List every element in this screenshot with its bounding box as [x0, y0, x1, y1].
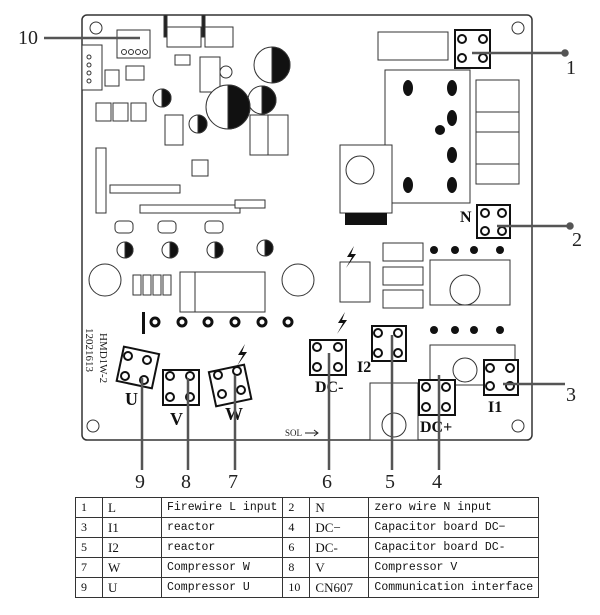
callout-7: 7: [228, 471, 238, 493]
callout-10: 10: [18, 27, 38, 49]
cell-code: CN607: [309, 577, 370, 598]
callout-2: 2: [572, 229, 582, 251]
cell-code: U: [102, 577, 162, 598]
relay-block: [132, 271, 266, 313]
black-header: [345, 213, 387, 225]
label-SOL: SOL: [285, 428, 302, 438]
terminal-L: [454, 29, 491, 69]
mount-hole-bl: [86, 419, 100, 433]
terminal-N: [476, 204, 511, 239]
cell-code: DC-: [309, 537, 370, 558]
silkscreen-model: HMD1W-2: [97, 333, 109, 383]
cell-num: 8: [282, 557, 311, 578]
terminal-W: [207, 363, 253, 408]
pin-row: [149, 316, 294, 328]
capacitors: [116, 46, 291, 259]
pcb-diagram: N I2 DC- DC+ I1 U V W SOL HMD1W-2 120216…: [44, 14, 574, 470]
cell-desc: Compressor W: [160, 557, 284, 578]
power-module-pins: [403, 80, 504, 334]
label-U: U: [125, 389, 138, 409]
connector-cn607: [116, 29, 151, 59]
pin-bar: [142, 312, 145, 334]
terminal-V: [162, 369, 200, 406]
label-DCplus: DC+: [420, 419, 452, 436]
callout-3: 3: [566, 384, 576, 406]
cell-desc: Compressor V: [368, 557, 540, 578]
mount-hole-tr: [511, 21, 525, 35]
cell-desc: Capacitor board DC-: [368, 537, 540, 558]
cell-num: 7: [75, 557, 103, 578]
mount-hole-tl: [89, 21, 103, 35]
cell-num: 2: [282, 497, 311, 518]
cell-desc: Compressor U: [160, 577, 284, 598]
terminal-DCplus: [418, 379, 456, 416]
label-N: N: [460, 209, 472, 226]
terminal-I1: [483, 359, 519, 396]
callout-1: 1: [566, 57, 576, 79]
callout-8: 8: [181, 471, 191, 493]
silkscreen-date: 12021613: [83, 328, 95, 373]
lightning-icons: [237, 246, 356, 366]
cell-desc: reactor: [160, 537, 284, 558]
terminal-I2: [371, 325, 407, 362]
cell-num: 10: [282, 577, 311, 598]
cell-code: N: [309, 497, 370, 518]
cell-code: I1: [102, 517, 162, 538]
cell-num: 4: [282, 517, 311, 538]
cell-desc: Firewire L input: [160, 497, 284, 518]
mount-hole-br: [511, 419, 525, 433]
cell-desc: reactor: [160, 517, 284, 538]
power-module: [339, 31, 520, 441]
callout-6: 6: [322, 471, 332, 493]
cell-code: I2: [102, 537, 162, 558]
connector-top-1: [163, 14, 234, 48]
cell-code: W: [102, 557, 162, 578]
callout-5: 5: [385, 471, 395, 493]
callout-9: 9: [135, 471, 145, 493]
bridge-inductors: [339, 242, 424, 309]
cell-code: DC−: [309, 517, 370, 538]
connector-left-edge: [81, 44, 107, 214]
cell-num: 1: [75, 497, 103, 518]
label-I2: I2: [357, 359, 371, 376]
label-V: V: [170, 409, 183, 429]
pcb-drawing: N I2 DC- DC+ I1 U V W SOL HMD1W-2 120216…: [44, 14, 574, 470]
smd-components: [95, 54, 289, 214]
mount-hole-mr: [281, 263, 315, 297]
cell-code: L: [102, 497, 162, 518]
label-I1: I1: [488, 399, 502, 416]
sol-arrow: [305, 429, 319, 437]
cell-num: 5: [75, 537, 103, 558]
cell-desc: Communication interface: [368, 577, 540, 598]
cell-num: 6: [282, 537, 311, 558]
cell-desc: Capacitor board DC−: [368, 517, 540, 538]
terminal-U: [115, 345, 161, 390]
cell-desc: zero wire N input: [368, 497, 540, 518]
cell-num: 3: [75, 517, 103, 538]
small-connectors-row: [114, 220, 224, 234]
callout-4: 4: [432, 471, 442, 493]
cell-code: V: [309, 557, 370, 578]
cell-num: 9: [75, 577, 103, 598]
mount-hole-ml: [88, 263, 122, 297]
